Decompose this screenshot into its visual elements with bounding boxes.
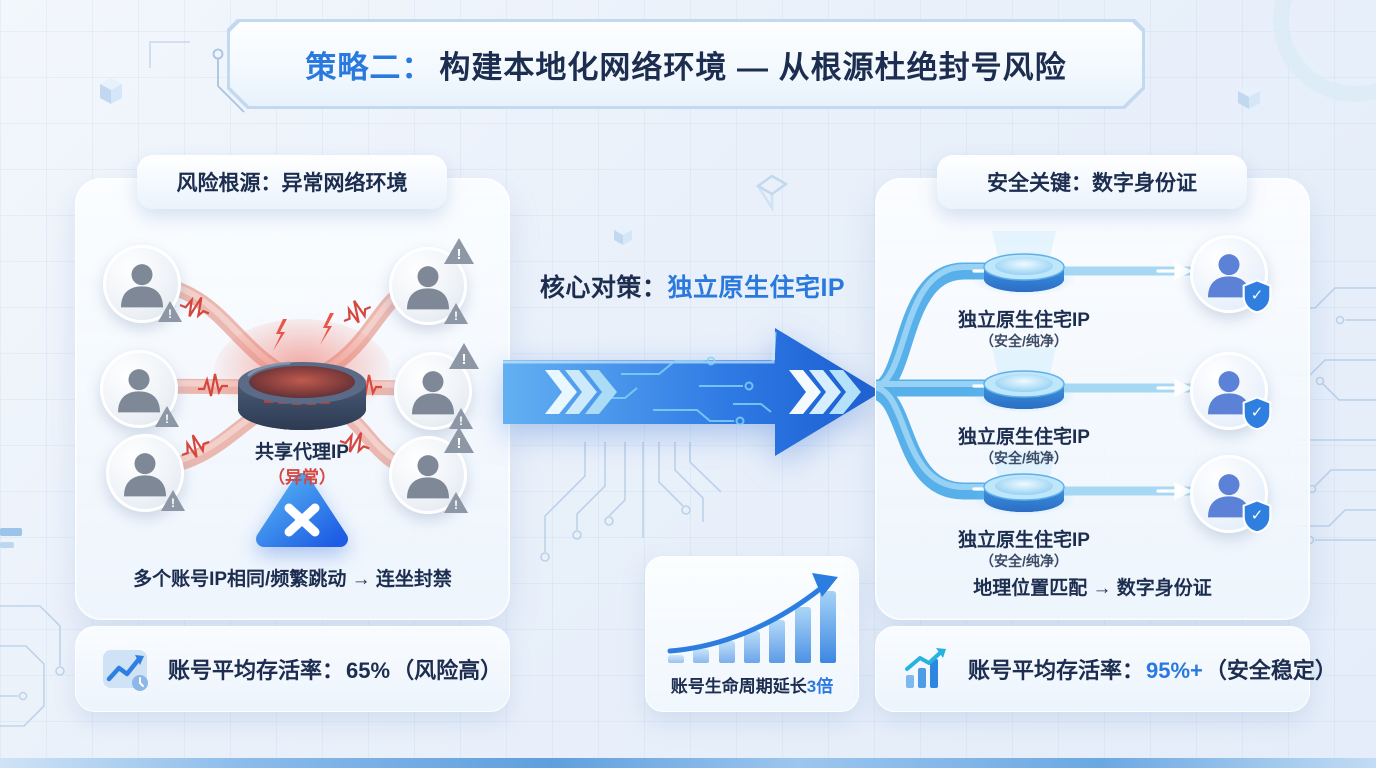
shield-check-icon: ✓ xyxy=(1241,279,1273,314)
growth-bar xyxy=(769,620,786,663)
right-panel-header: 安全关键：数字身份证 xyxy=(937,155,1247,209)
risk-account-avatar: ! ! xyxy=(394,343,479,430)
growth-bar xyxy=(819,591,836,663)
left-panel-header: 风险根源：异常网络环境 xyxy=(137,155,447,209)
growth-bar xyxy=(693,649,710,663)
growth-chart xyxy=(662,571,842,663)
line-chart-icon xyxy=(103,650,148,691)
growth-bar xyxy=(668,655,684,663)
risk-account-avatar: ! xyxy=(106,434,185,512)
ban-triangle-icon xyxy=(256,473,348,547)
ip-row-label: 独立原生住宅IP xyxy=(958,530,1090,551)
circuit-decoration-top-left xyxy=(149,41,245,113)
ip-row-sub: （安全/纯净） xyxy=(980,333,1068,349)
risk-stat-text: 账号平均存活率：65%（风险高） xyxy=(168,658,503,683)
ip-row-sub: （安全/纯净） xyxy=(980,450,1068,466)
page-title: 策略二： 构建本地化网络环境 — 从根源杜绝封号风险 xyxy=(230,22,1142,106)
title-prefix: 策略二： xyxy=(305,49,434,85)
ip-row-label: 独立原生住宅IP xyxy=(958,310,1090,331)
growth-bar xyxy=(718,641,735,663)
edge-chip xyxy=(0,528,22,536)
edge-chip xyxy=(0,542,14,548)
residential-ip-disks xyxy=(972,231,1076,516)
safe-account-avatar: ✓ xyxy=(1190,352,1272,431)
cube-decoration xyxy=(1238,85,1260,109)
risk-account-avatar: ! ! xyxy=(389,238,474,325)
safe-account-avatar: ✓ xyxy=(1190,455,1272,534)
proxy-status: （异常） xyxy=(268,468,336,487)
risk-account-avatar: ! xyxy=(103,245,182,323)
main-arrow xyxy=(503,328,881,456)
shield-check-icon: ✓ xyxy=(1241,396,1273,431)
safety-panel: ✓ ✓ ✓ 独立原生住宅IP （安全/纯净） 独立原生住宅IP （安全/纯净） … xyxy=(875,178,1310,620)
safe-account-avatar: ✓ xyxy=(1190,235,1272,314)
risk-panel: ! ! ! ! ! ! ! ! ! 共享代理IP （异常） 多个账号IP相同/频… xyxy=(75,178,510,620)
growth-arrow-icon xyxy=(667,573,838,654)
safety-stat-text: 账号平均存活率：95%+（安全稳定） xyxy=(968,658,1337,683)
headline-prefix: 核心对策： xyxy=(539,274,668,302)
ip-row-sub: （安全/纯净） xyxy=(980,553,1068,569)
bottom-accent-bar xyxy=(0,758,1376,768)
bar-chart-icon xyxy=(905,648,946,688)
title-banner: 策略二： 构建本地化网络环境 — 从根源杜绝封号风险 xyxy=(230,22,1142,106)
circuit-decoration-bottom-left xyxy=(0,605,65,727)
risk-account-avatar: ! xyxy=(100,350,179,428)
safety-network-graphic xyxy=(876,231,1197,516)
growth-bar xyxy=(743,631,760,663)
risk-account-avatar: ! ! xyxy=(389,427,474,514)
growth-bars xyxy=(668,585,836,663)
cube-decoration xyxy=(100,78,122,104)
safety-stat-card: 账号平均存活率：95%+（安全稳定） xyxy=(875,626,1337,712)
risk-caption: 多个账号IP相同/频繁跳动 → 连坐封禁 xyxy=(133,569,452,590)
risk-stat-card: 账号平均存活率：65%（风险高） xyxy=(75,626,510,712)
growth-label: 账号生命周期延长3倍 xyxy=(670,677,834,696)
growth-bar xyxy=(794,607,811,663)
headline-highlight: 独立原生住宅IP xyxy=(667,274,846,302)
cube-outline-decoration xyxy=(755,174,789,212)
ring-decoration xyxy=(1273,0,1376,102)
title-main: 构建本地化网络环境 — 从根源杜绝封号风险 xyxy=(439,49,1067,85)
chevron-icons xyxy=(545,370,861,414)
safety-caption: 地理位置匹配 → 数字身份证 xyxy=(973,578,1212,599)
core-strategy-headline: 核心对策：独立原生住宅IP xyxy=(505,268,880,304)
ip-row-label: 独立原生住宅IP xyxy=(958,427,1090,448)
shield-check-icon: ✓ xyxy=(1241,499,1273,534)
proxy-label: 共享代理IP xyxy=(255,442,349,463)
cube-decoration xyxy=(614,225,632,245)
shared-proxy-server xyxy=(238,361,366,430)
growth-card: 账号生命周期延长3倍 xyxy=(645,556,859,712)
circuit-decoration-bottom-center xyxy=(540,442,722,562)
